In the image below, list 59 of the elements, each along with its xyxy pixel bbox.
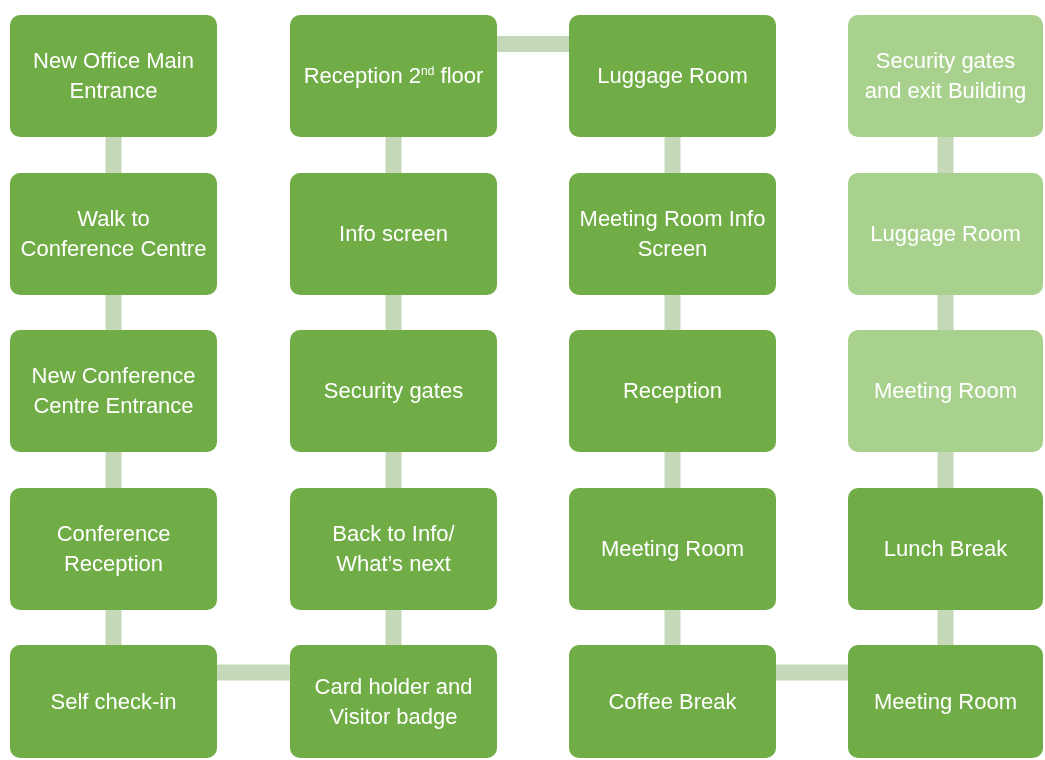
- step-box: [10, 488, 217, 610]
- step-label: Reception 2$^{nd}$ floor: [303, 62, 484, 90]
- step-label: New Office Main Entrance: [32, 47, 195, 105]
- step-label: New Conference Centre Entrance: [30, 362, 197, 420]
- step-label: Meeting Room: [600, 535, 745, 563]
- connector-bar: [937, 452, 954, 488]
- connector-bar: [664, 452, 681, 488]
- step-box: [290, 330, 497, 452]
- step-label: Meeting Room Info Screen: [578, 205, 767, 263]
- step-label: Coffee Break: [608, 687, 737, 716]
- step-box: [10, 330, 217, 452]
- step-box: [10, 645, 217, 758]
- step-box: [10, 173, 217, 295]
- step-box: [290, 173, 497, 295]
- step-label: Security gates and exit Building: [863, 47, 1028, 105]
- step-label: Self check-in: [50, 687, 177, 716]
- step-box: [569, 645, 776, 758]
- connector-bar: [776, 664, 848, 681]
- step-box: [569, 173, 776, 295]
- step-label: Back to Info/ What’s next: [331, 520, 456, 578]
- step-box: [290, 15, 497, 137]
- connector-bar: [937, 610, 954, 645]
- connector-bar: [217, 664, 290, 681]
- connector-bar: [664, 295, 681, 330]
- connector-bar: [105, 295, 122, 330]
- step-label: Luggage Room: [870, 220, 1021, 248]
- step-box: [848, 645, 1043, 758]
- step-label: Walk to Conference Centre: [19, 205, 208, 263]
- step-box: [10, 15, 217, 137]
- step-box: [290, 645, 497, 758]
- connector-bar: [664, 137, 681, 173]
- step-label: Meeting Room: [873, 687, 1018, 716]
- step-box: [569, 330, 776, 452]
- step-label: Security gates: [323, 377, 464, 405]
- step-label: Info screen: [339, 220, 448, 248]
- connector-bar: [385, 610, 402, 645]
- step-box: [848, 15, 1043, 137]
- connector-bar: [664, 610, 681, 645]
- step-label: Luggage Room: [597, 62, 748, 90]
- connector-bar: [105, 137, 122, 173]
- step-box: [848, 488, 1043, 610]
- step-box: [290, 488, 497, 610]
- step-label: Lunch Break: [883, 535, 1008, 563]
- connector-bar: [385, 452, 402, 488]
- step-box: [848, 330, 1043, 452]
- connector-bar: [105, 610, 122, 645]
- connector-bar: [385, 137, 402, 173]
- connector-bar: [105, 452, 122, 488]
- connector-bar: [385, 295, 402, 330]
- step-label: Reception: [622, 377, 723, 405]
- step-label: Conference Reception: [55, 520, 172, 578]
- connector-bar: [937, 137, 954, 173]
- step-label: Meeting Room: [873, 377, 1018, 405]
- step-box: [569, 488, 776, 610]
- step-box: [848, 173, 1043, 295]
- connector-bar: [497, 36, 569, 52]
- step-label: Card holder and Visitor badge: [313, 672, 474, 731]
- connector-bar: [937, 295, 954, 330]
- step-box: [569, 15, 776, 137]
